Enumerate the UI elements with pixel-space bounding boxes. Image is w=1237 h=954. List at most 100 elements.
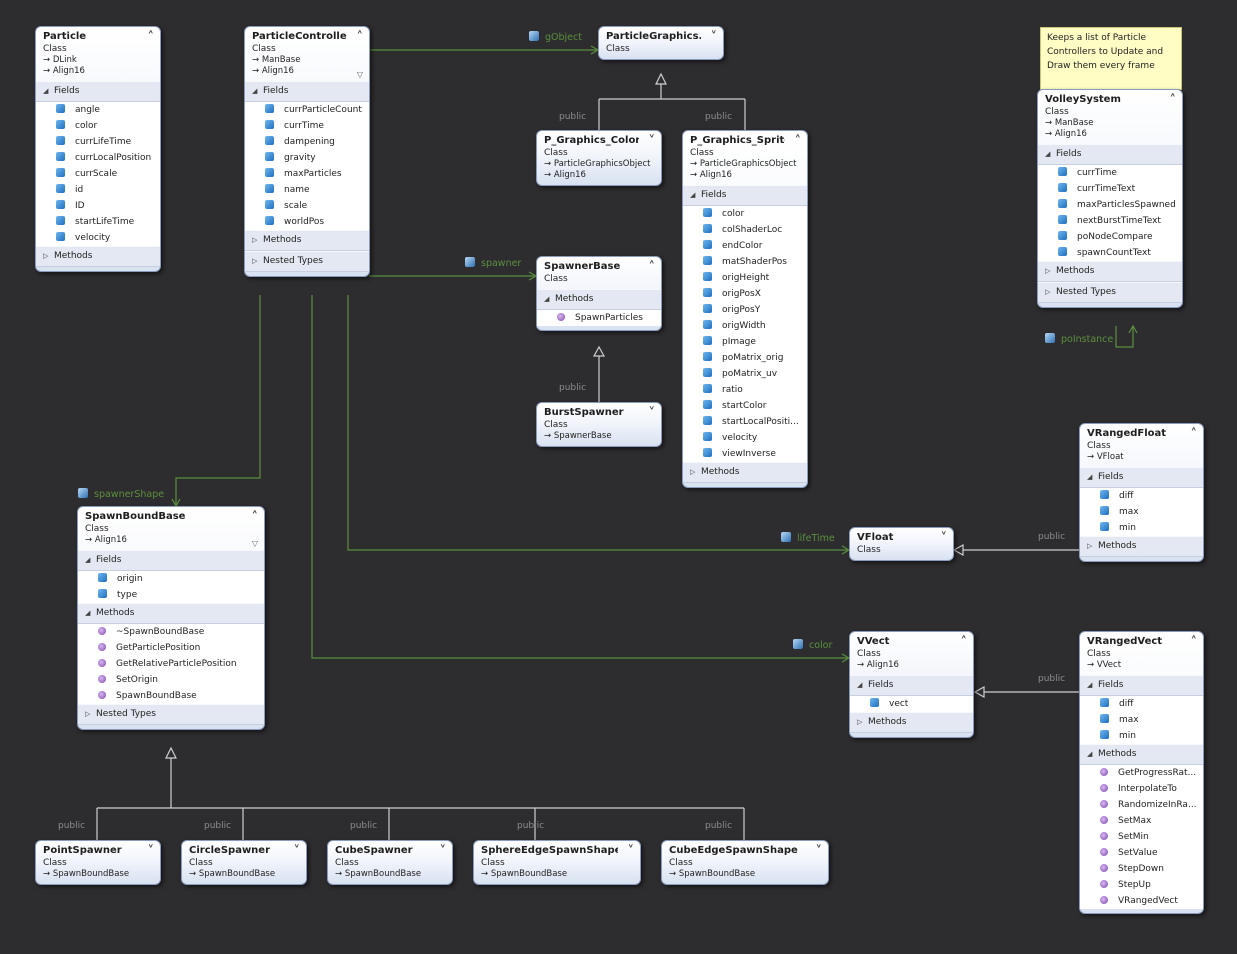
compartment-methods[interactable]: ▷Methods <box>850 712 973 733</box>
field-row[interactable]: worldPos <box>245 214 369 230</box>
field-row[interactable]: colShaderLoc <box>683 222 807 238</box>
field-row[interactable]: min <box>1080 728 1203 744</box>
field-row[interactable]: poNodeCompare <box>1038 229 1182 245</box>
field-row[interactable]: color <box>36 118 160 134</box>
method-row[interactable]: GetRelativeParticlePosition <box>78 656 264 672</box>
compartment-fields[interactable]: ◢Fields <box>1080 467 1203 488</box>
field-row[interactable]: nextBurstTimeText <box>1038 213 1182 229</box>
field-row[interactable]: max <box>1080 504 1203 520</box>
collapse-chevron-icon[interactable]: ˄ <box>147 30 155 45</box>
field-row[interactable]: origWidth <box>683 318 807 334</box>
expand-chevron-icon[interactable]: ˅ <box>147 844 155 859</box>
method-row[interactable]: SpawnParticles <box>537 310 661 326</box>
field-row[interactable]: currTimeText <box>1038 181 1182 197</box>
field-row[interactable]: currScale <box>36 166 160 182</box>
method-row[interactable]: ~SpawnBoundBase <box>78 624 264 640</box>
field-row[interactable]: poMatrix_uv <box>683 366 807 382</box>
compartment-fields[interactable]: ◢Fields <box>683 185 807 206</box>
field-row[interactable]: origin <box>78 571 264 587</box>
compartment-nested-types[interactable]: ▷Nested Types <box>1038 282 1182 303</box>
field-row[interactable]: gravity <box>245 150 369 166</box>
compartment-nested-types[interactable]: ▷Nested Types <box>245 251 369 272</box>
field-row[interactable]: matShaderPos <box>683 254 807 270</box>
filter-icon[interactable]: ▽ <box>356 70 363 79</box>
compartment-fields[interactable]: ◢Fields <box>245 81 369 102</box>
expand-chevron-icon[interactable]: ˅ <box>439 844 447 859</box>
field-row[interactable]: scale <box>245 198 369 214</box>
field-row[interactable]: vect <box>850 696 973 712</box>
collapse-chevron-icon[interactable]: ˄ <box>960 635 968 650</box>
class-particle-graphics-object[interactable]: ParticleGraphics...Class˅ <box>598 26 724 60</box>
field-row[interactable]: viewInverse <box>683 446 807 462</box>
expand-chevron-icon[interactable]: ˅ <box>648 406 656 421</box>
compartment-nested-types[interactable]: ▷Nested Types <box>78 704 264 725</box>
collapse-chevron-icon[interactable]: ˄ <box>648 260 656 275</box>
field-row[interactable]: type <box>78 587 264 603</box>
method-row[interactable]: StepUp <box>1080 877 1203 893</box>
collapse-chevron-icon[interactable]: ˄ <box>356 30 364 45</box>
field-row[interactable]: currTime <box>1038 165 1182 181</box>
expand-chevron-icon[interactable]: ˅ <box>648 134 656 149</box>
field-row[interactable]: currLocalPosition <box>36 150 160 166</box>
field-row[interactable]: origHeight <box>683 270 807 286</box>
compartment-methods[interactable]: ▷Methods <box>683 462 807 483</box>
field-row[interactable]: min <box>1080 520 1203 536</box>
method-row[interactable]: GetProgressRat... <box>1080 765 1203 781</box>
field-row[interactable]: dampening <box>245 134 369 150</box>
field-row[interactable]: origPosX <box>683 286 807 302</box>
compartment-methods[interactable]: ▷Methods <box>36 246 160 267</box>
field-row[interactable]: currLifeTime <box>36 134 160 150</box>
collapse-chevron-icon[interactable]: ˄ <box>1190 427 1198 442</box>
method-row[interactable]: SetMax <box>1080 813 1203 829</box>
expand-chevron-icon[interactable]: ˅ <box>627 844 635 859</box>
field-row[interactable]: angle <box>36 102 160 118</box>
field-row[interactable]: currParticleCount <box>245 102 369 118</box>
expand-chevron-icon[interactable]: ˅ <box>815 844 823 859</box>
compartment-fields[interactable]: ◢Fields <box>78 550 264 571</box>
field-row[interactable]: startLifeTime <box>36 214 160 230</box>
compartment-methods[interactable]: ◢Methods <box>78 603 264 624</box>
filter-icon[interactable]: ▽ <box>251 539 258 548</box>
method-row[interactable]: VRangedVect <box>1080 893 1203 909</box>
field-row[interactable]: id <box>36 182 160 198</box>
field-row[interactable]: max <box>1080 712 1203 728</box>
compartment-methods[interactable]: ◢Methods <box>1080 744 1203 765</box>
field-row[interactable]: ratio <box>683 382 807 398</box>
field-row[interactable]: ID <box>36 198 160 214</box>
field-row[interactable]: startLocalPositi... <box>683 414 807 430</box>
comment-note[interactable]: Keeps a list of Particle Controllers to … <box>1040 27 1182 90</box>
method-row[interactable]: RandomizeInRa... <box>1080 797 1203 813</box>
method-row[interactable]: StepDown <box>1080 861 1203 877</box>
field-row[interactable]: diff <box>1080 696 1203 712</box>
field-row[interactable]: diff <box>1080 488 1203 504</box>
expand-chevron-icon[interactable]: ˅ <box>710 30 718 45</box>
field-row[interactable]: currTime <box>245 118 369 134</box>
field-row[interactable]: origPosY <box>683 302 807 318</box>
expand-chevron-icon[interactable]: ˅ <box>293 844 301 859</box>
